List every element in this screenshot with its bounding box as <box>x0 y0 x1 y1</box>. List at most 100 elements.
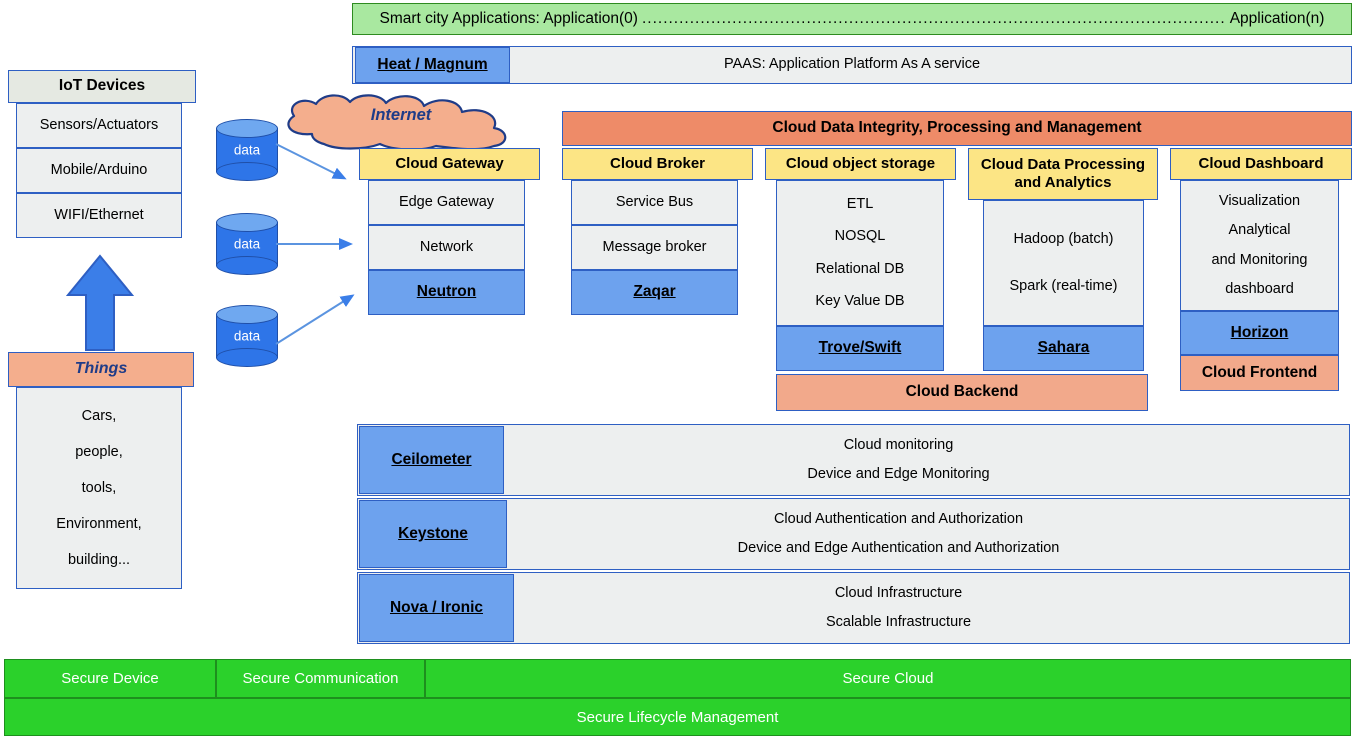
security-secure-communication: Secure Communication <box>216 659 425 698</box>
service-tag-heat-magnum[interactable]: Heat / Magnum <box>355 47 510 83</box>
data-cylinder-3: data <box>216 305 278 367</box>
service-tag-label: Neutron <box>416 283 477 301</box>
layer-row-keystone: Cloud Authentication and Authorization D… <box>357 498 1350 570</box>
service-tag-label: Horizon <box>1230 323 1289 341</box>
things-header: Things <box>8 352 194 387</box>
cylinder-bottom <box>216 348 278 367</box>
service-tag-label: Nova / Ironic <box>389 598 484 616</box>
item-label: ETL <box>846 196 874 213</box>
column-header-cloud-broker: Cloud Broker <box>562 148 753 180</box>
internet-label: Internet <box>272 100 530 130</box>
security-label: Secure Cloud <box>842 670 934 687</box>
data-flow-arrows <box>275 143 355 345</box>
column-header-label: Cloud Broker <box>609 155 705 173</box>
item-label: Edge Gateway <box>398 193 495 210</box>
item-label: Relational DB <box>815 260 905 277</box>
cylinder-label: data <box>233 236 261 252</box>
data-cylinder-1: data <box>216 119 278 181</box>
things-item: tools, <box>81 480 117 496</box>
things-list: Cars, people, tools, Environment, buildi… <box>16 387 182 589</box>
cylinder-label: data <box>233 328 261 344</box>
security-label: Secure Device <box>61 670 159 687</box>
cylinder-bottom <box>216 162 278 181</box>
cloud-data-processing-items: Hadoop (batch) Spark (real-time) <box>983 200 1144 326</box>
integrity-bar-label: Cloud Data Integrity, Processing and Man… <box>772 119 1142 137</box>
iot-devices-header: IoT Devices <box>8 70 196 103</box>
layer-row-nova-ironic: Cloud Infrastructure Scalable Infrastruc… <box>357 572 1350 644</box>
item-label: and Monitoring <box>1211 251 1308 268</box>
cloud-frontend-box: Cloud Frontend <box>1180 355 1339 391</box>
iot-item-label: WIFI/Ethernet <box>54 206 144 223</box>
security-secure-cloud: Secure Cloud <box>425 659 1351 698</box>
cylinder-top <box>216 119 278 138</box>
cloud-object-storage-items: ETL NOSQL Relational DB Key Value DB <box>776 180 944 326</box>
things-item: people, <box>75 444 123 460</box>
cloud-dashboard-items: Visualization Analytical and Monitoring … <box>1180 180 1339 311</box>
security-label: Secure Lifecycle Management <box>576 708 779 726</box>
item-label: Message broker <box>602 238 707 255</box>
service-tag-trove-swift[interactable]: Trove/Swift <box>776 326 944 371</box>
layer-line: Cloud monitoring <box>843 436 954 453</box>
cloud-gateway-item-edge-gateway: Edge Gateway <box>368 180 525 225</box>
cloud-backend-label: Cloud Backend <box>905 383 1019 401</box>
upward-arrow-icon <box>65 254 135 351</box>
security-label: Secure Communication <box>242 670 399 687</box>
service-tag-sahara[interactable]: Sahara <box>983 326 1144 371</box>
item-label: NOSQL <box>834 228 886 245</box>
item-label: Visualization <box>1218 193 1301 210</box>
item-label: Key Value DB <box>815 292 905 309</box>
iot-item-mobile-arduino: Mobile/Arduino <box>16 148 182 193</box>
cylinder-top <box>216 305 278 324</box>
cloud-frontend-label: Cloud Frontend <box>1201 363 1318 381</box>
cylinder-top <box>216 213 278 232</box>
item-label: Analytical <box>1228 222 1291 239</box>
service-tag-ceilometer[interactable]: Ceilometer <box>359 426 504 494</box>
cloud-backend-bar: Cloud Backend <box>776 374 1148 411</box>
cloud-broker-item-message-broker: Message broker <box>571 225 738 270</box>
iot-item-sensors-actuators: Sensors/Actuators <box>16 103 182 148</box>
internet-cloud-icon <box>287 94 507 151</box>
item-label: Spark (real-time) <box>1009 277 1118 294</box>
column-header-label: Cloud Dashboard <box>1198 155 1324 173</box>
cylinder-bottom <box>216 256 278 275</box>
service-tag-nova-ironic[interactable]: Nova / Ironic <box>359 574 514 642</box>
iot-item-label: Sensors/Actuators <box>39 116 159 133</box>
cylinder-label: data <box>233 142 261 158</box>
layer-row-ceilometer: Cloud monitoring Device and Edge Monitor… <box>357 424 1350 496</box>
layer-line: Scalable Infrastructure <box>825 613 972 630</box>
service-tag-label: Ceilometer <box>391 450 472 468</box>
things-item: Cars, <box>81 408 117 424</box>
paas-label: PAAS: Application Platform As A service <box>723 56 981 73</box>
column-header-cloud-object-storage: Cloud object storage <box>765 148 956 180</box>
column-header-label: Cloud Gateway <box>395 155 504 173</box>
cloud-data-integrity-bar: Cloud Data Integrity, Processing and Man… <box>562 111 1352 146</box>
layer-line: Cloud Authentication and Authorization <box>773 510 1024 527</box>
service-tag-label: Sahara <box>1037 339 1090 357</box>
banner-suffix: Application(n) <box>1229 10 1325 27</box>
item-label: Hadoop (batch) <box>1013 230 1114 247</box>
cloud-gateway-item-network: Network <box>368 225 525 270</box>
column-header-cloud-gateway: Cloud Gateway <box>359 148 540 180</box>
service-tag-horizon[interactable]: Horizon <box>1180 311 1339 355</box>
banner-dots: ........................................… <box>641 10 1226 27</box>
iot-devices-title: IoT Devices <box>58 77 146 95</box>
smart-city-applications-banner: Smart city Applications: Application(0) … <box>352 3 1352 35</box>
things-item: Environment, <box>56 516 142 532</box>
column-header-cloud-dashboard: Cloud Dashboard <box>1170 148 1352 180</box>
data-cylinder-2: data <box>216 213 278 275</box>
things-title: Things <box>74 360 128 378</box>
service-tag-neutron[interactable]: Neutron <box>368 270 525 315</box>
banner-prefix: Smart city Applications: Application(0) <box>379 10 638 27</box>
item-label: Service Bus <box>615 193 694 210</box>
item-label: Network <box>419 238 474 255</box>
column-header-label: Cloud Data Processing and Analytics <box>980 156 1146 191</box>
column-header-label: Cloud object storage <box>785 155 936 173</box>
service-tag-keystone[interactable]: Keystone <box>359 500 507 568</box>
service-tag-label: Trove/Swift <box>818 339 902 357</box>
service-tag-label: Keystone <box>398 524 468 542</box>
service-tag-zaqar[interactable]: Zaqar <box>571 270 738 315</box>
item-label: dashboard <box>1225 280 1294 297</box>
paas-row: PAAS: Application Platform As A service <box>352 46 1352 84</box>
iot-item-label: Mobile/Arduino <box>50 161 148 178</box>
